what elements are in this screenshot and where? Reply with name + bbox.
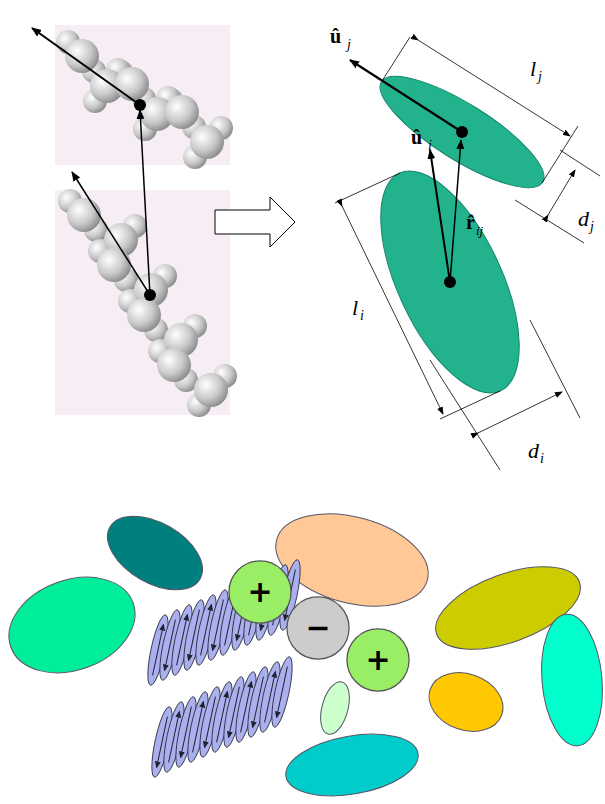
ellipsoid xyxy=(352,151,548,412)
charge-sign: + xyxy=(365,645,390,675)
subscript: j xyxy=(538,70,542,84)
center-dot xyxy=(144,289,156,301)
carbon-atom xyxy=(190,125,224,159)
hollow-arrow xyxy=(215,197,295,247)
center-dot xyxy=(456,126,468,138)
vector-symbol: û xyxy=(330,26,341,46)
charge-sign: − xyxy=(305,613,330,643)
ion-circle: + xyxy=(228,560,292,624)
subscript: i xyxy=(360,309,364,323)
particle xyxy=(315,679,354,738)
carbon-atom xyxy=(97,248,131,282)
carbon-atom xyxy=(194,373,228,407)
subscript: i xyxy=(540,452,544,466)
ion-circle: + xyxy=(346,628,410,692)
carbon-atom xyxy=(115,67,149,101)
carbon-atom xyxy=(165,95,199,129)
subscript: j xyxy=(590,220,594,234)
particle xyxy=(0,560,148,689)
center-dot xyxy=(134,99,146,111)
molecule-ground xyxy=(55,190,230,415)
dimension-symbol: l xyxy=(352,297,358,319)
dipolar-rod xyxy=(268,655,297,728)
orientation-arrow xyxy=(350,60,462,132)
charge-sign: + xyxy=(247,577,272,607)
subscript: ij xyxy=(476,224,483,237)
separation-arrow xyxy=(450,140,461,282)
dimension-symbol: l xyxy=(530,58,536,80)
dipole-arrow xyxy=(277,667,288,718)
orientation-arrow xyxy=(32,28,140,105)
center-dot xyxy=(444,276,456,288)
dimension-symbol: d xyxy=(528,440,539,462)
subscript: i xyxy=(428,139,432,153)
ion-circle: − xyxy=(286,596,350,660)
particle xyxy=(281,725,423,804)
particle xyxy=(421,663,512,742)
dimension-symbol: d xyxy=(578,208,589,230)
orientation-arrow xyxy=(430,150,450,282)
vector-symbol: r̂ xyxy=(466,212,475,232)
carbon-atom xyxy=(157,348,191,382)
carbon-atom xyxy=(127,298,161,332)
vector-symbol: û xyxy=(411,127,422,147)
orientation-arrow xyxy=(72,172,150,295)
subscript: j xyxy=(347,38,351,52)
separation-arrow xyxy=(140,110,150,295)
carbon-atom xyxy=(67,198,101,232)
particle xyxy=(536,612,605,749)
